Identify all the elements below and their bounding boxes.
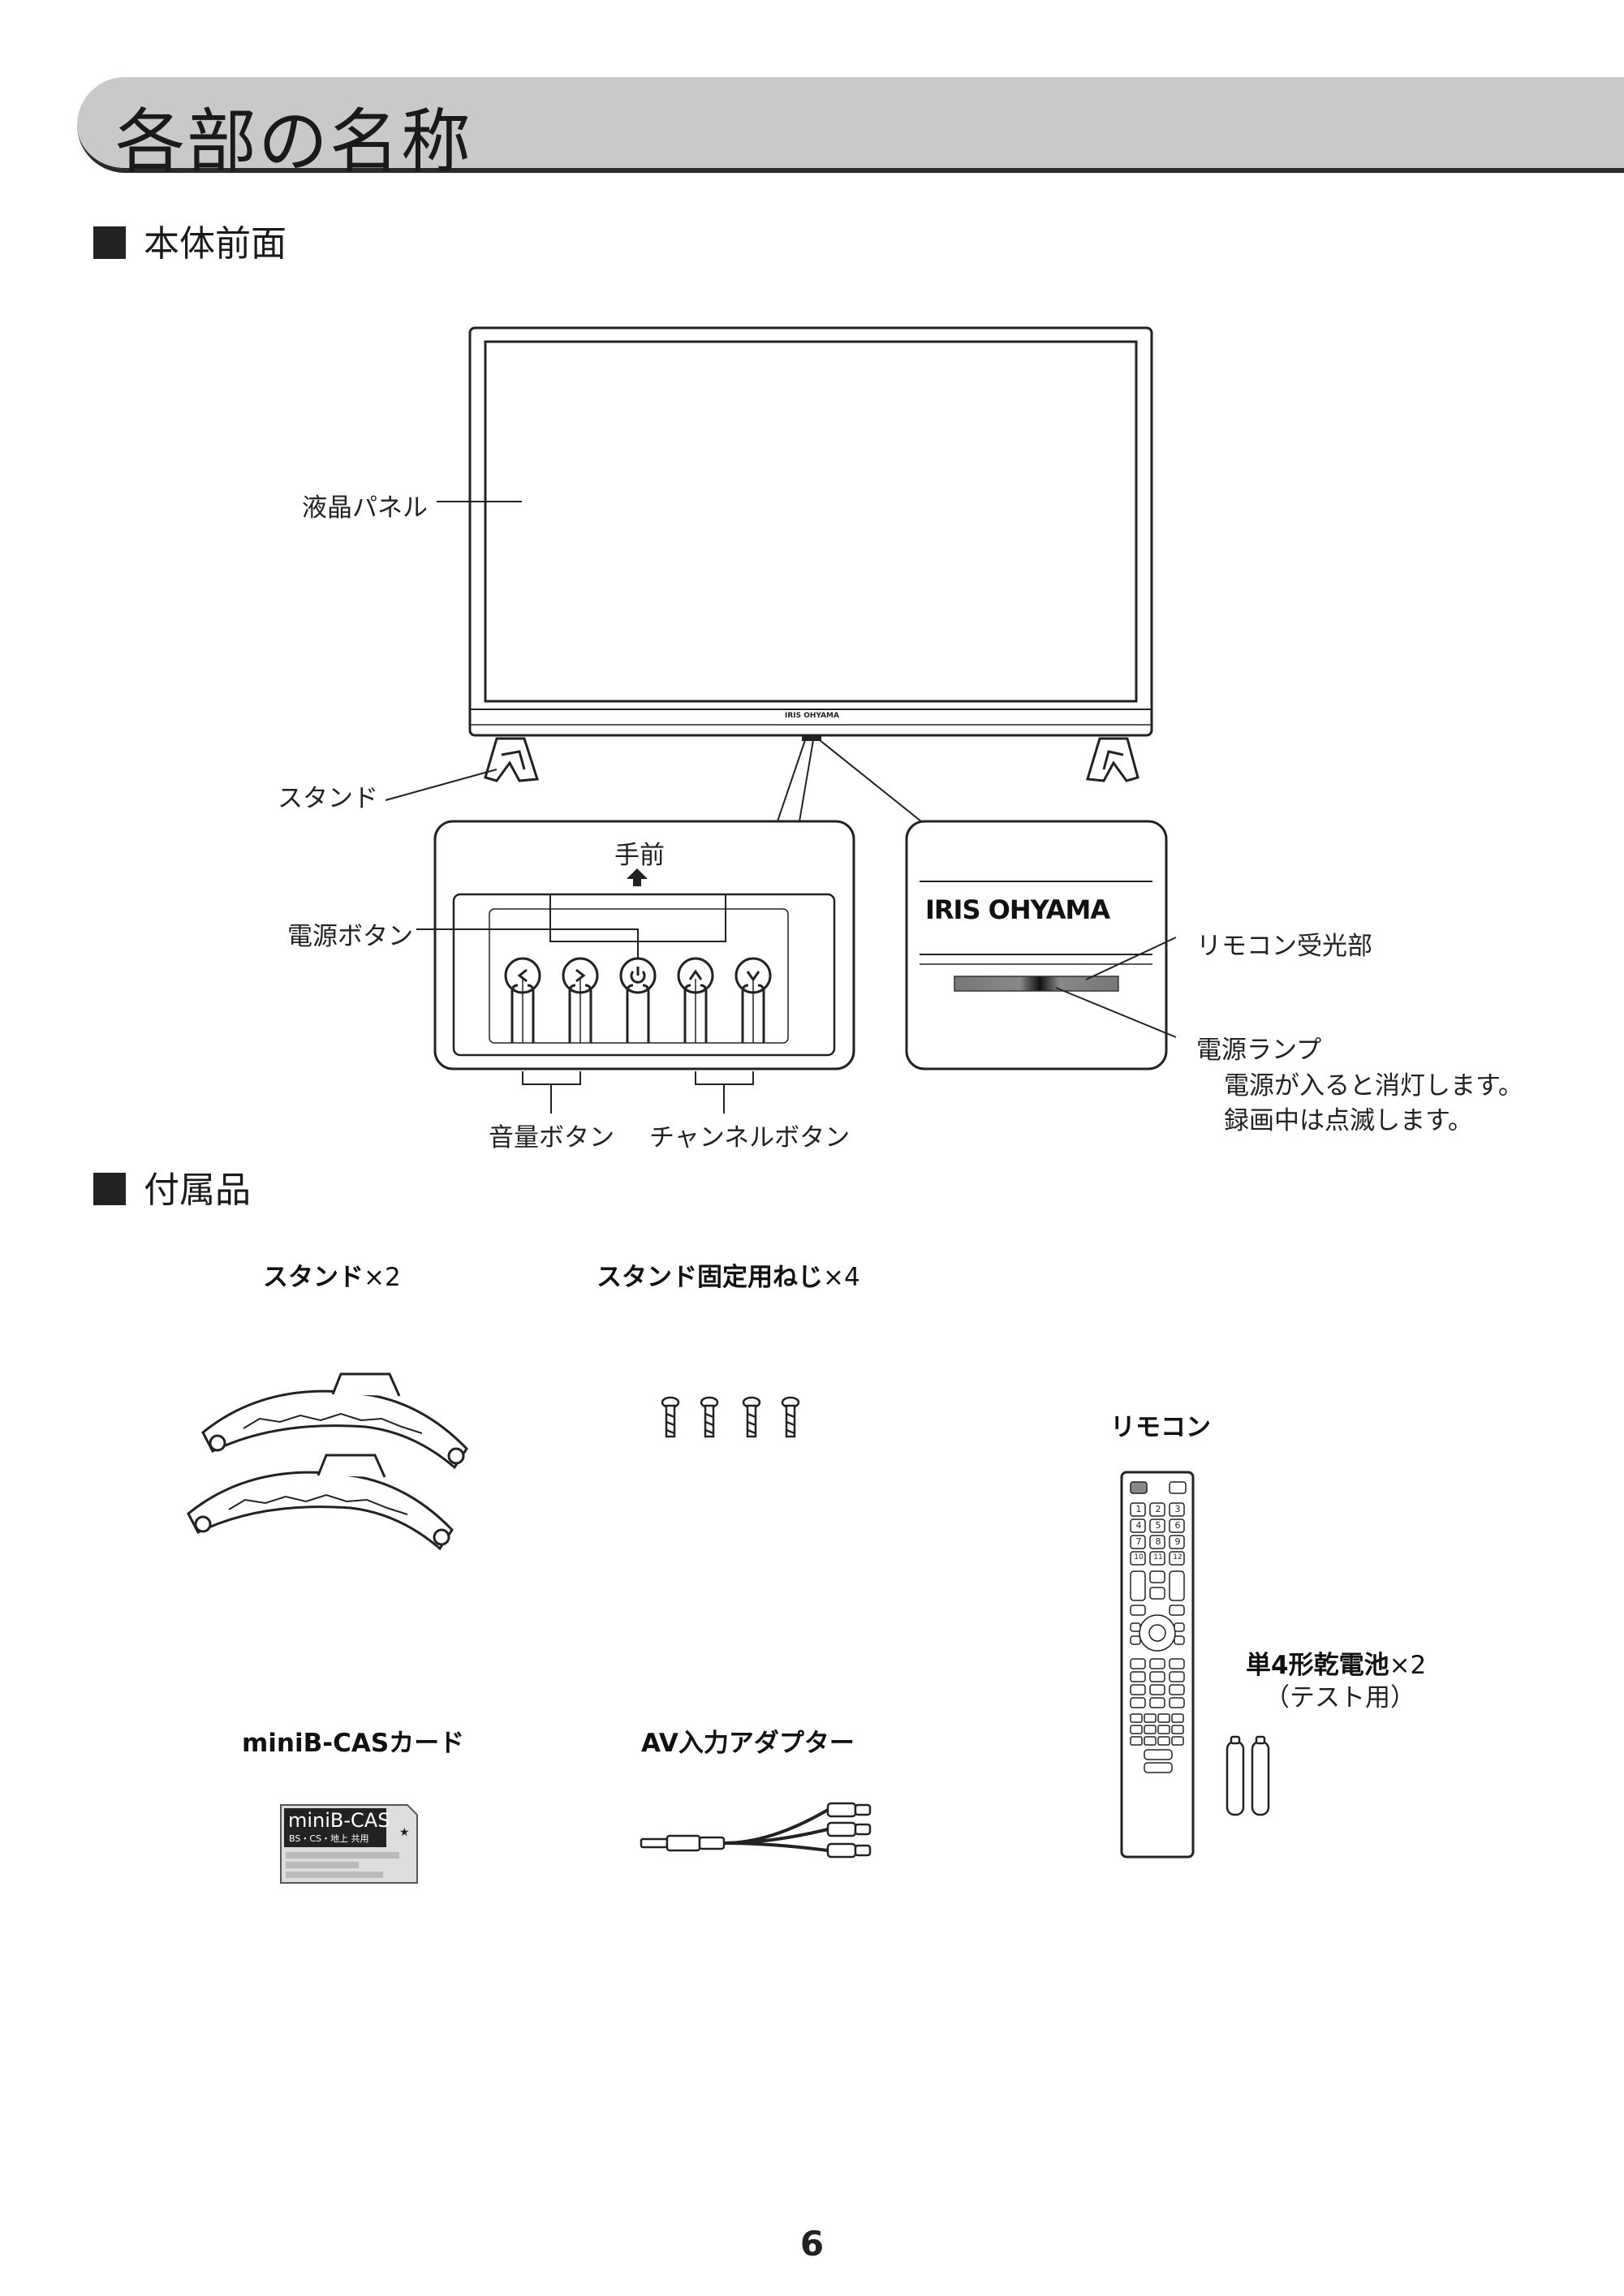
section-heading-front: 本体前面 (93, 214, 286, 266)
tv-stand-right (1086, 737, 1139, 782)
tv-front-diagram (385, 326, 1177, 1114)
lcd-panel (484, 340, 1138, 703)
remote-key: 2 (1155, 1504, 1161, 1514)
label-front-side: 手前 (614, 841, 665, 870)
page-number: 6 (799, 2224, 825, 2264)
square-bullet-icon (93, 1173, 126, 1205)
stand-piece-1 (201, 1372, 468, 1470)
label-power-lamp-note1: 電源が入ると消灯します。 (1224, 1071, 1523, 1101)
remote-key: 6 (1174, 1520, 1181, 1531)
batteries (1226, 1735, 1270, 1816)
remote-key: 9 (1174, 1536, 1181, 1547)
label-power-lamp: 電源ランプ (1196, 1036, 1322, 1065)
label-power-button: 電源ボタン (287, 922, 413, 951)
screw-1 (661, 1396, 680, 1438)
square-bullet-icon (93, 226, 126, 259)
tv-stand-left (484, 737, 539, 782)
screws (661, 1396, 800, 1438)
remote-key: 7 (1135, 1536, 1142, 1547)
screw-4 (781, 1396, 800, 1438)
bcas-card-line2: BS・CS・地上 共用 (289, 1833, 369, 1844)
accessories-drawings: ★ (187, 1372, 1270, 1884)
receiver-bump (802, 734, 821, 741)
label-channel-buttons: チャンネルボタン (649, 1123, 851, 1152)
tv-brand-logo: IRIS OHYAMA (785, 712, 839, 720)
remote-key: 12 (1173, 1553, 1182, 1562)
remote-key: 1 (1135, 1504, 1142, 1514)
label-lcd-panel: 液晶パネル (302, 493, 428, 523)
section-heading-accessories: 付属品 (93, 1161, 251, 1213)
stand-piece-2 (187, 1454, 454, 1551)
remote-key: 10 (1134, 1553, 1144, 1562)
caption-remote: リモコン (1110, 1413, 1211, 1442)
page-title: 各部の名称 (115, 101, 472, 183)
caption-av-adapter: AV入力アダプター (641, 1729, 855, 1758)
remote-key: 8 (1155, 1536, 1161, 1547)
power-lamp-strip (954, 976, 1119, 992)
label-power-lamp-note2: 録画中は点滅します。 (1224, 1106, 1473, 1135)
screw-2 (700, 1396, 719, 1438)
bcas-card-line1: miniB-CAS (288, 1809, 390, 1832)
remote-key: 5 (1155, 1520, 1161, 1531)
svg-text:★: ★ (399, 1826, 410, 1839)
caption-bcas: miniB-CASカード (242, 1729, 465, 1758)
remote-key: 11 (1153, 1553, 1163, 1562)
label-stand: スタンド (278, 784, 378, 813)
label-volume-buttons: 音量ボタン (489, 1123, 614, 1152)
title-bar (77, 77, 1624, 173)
caption-screws: スタンド固定用ねじ×4 (597, 1263, 860, 1292)
remote-key: 3 (1174, 1504, 1181, 1514)
remote-control (1120, 1471, 1195, 1859)
caption-battery: 単4形乾電池×2 (1246, 1651, 1427, 1680)
bcas-card: ★ (280, 1804, 418, 1884)
arrow-up-icon (627, 868, 648, 886)
caption-battery-note: （テスト用） (1264, 1683, 1415, 1712)
remote-key: 4 (1135, 1520, 1142, 1531)
caption-stand: スタンド×2 (263, 1263, 401, 1292)
av-adapter (640, 1802, 872, 1859)
label-remote-receiver: リモコン受光部 (1196, 932, 1372, 961)
screw-3 (742, 1396, 761, 1438)
receiver-brand-logo: IRIS OHYAMA (925, 894, 1110, 925)
